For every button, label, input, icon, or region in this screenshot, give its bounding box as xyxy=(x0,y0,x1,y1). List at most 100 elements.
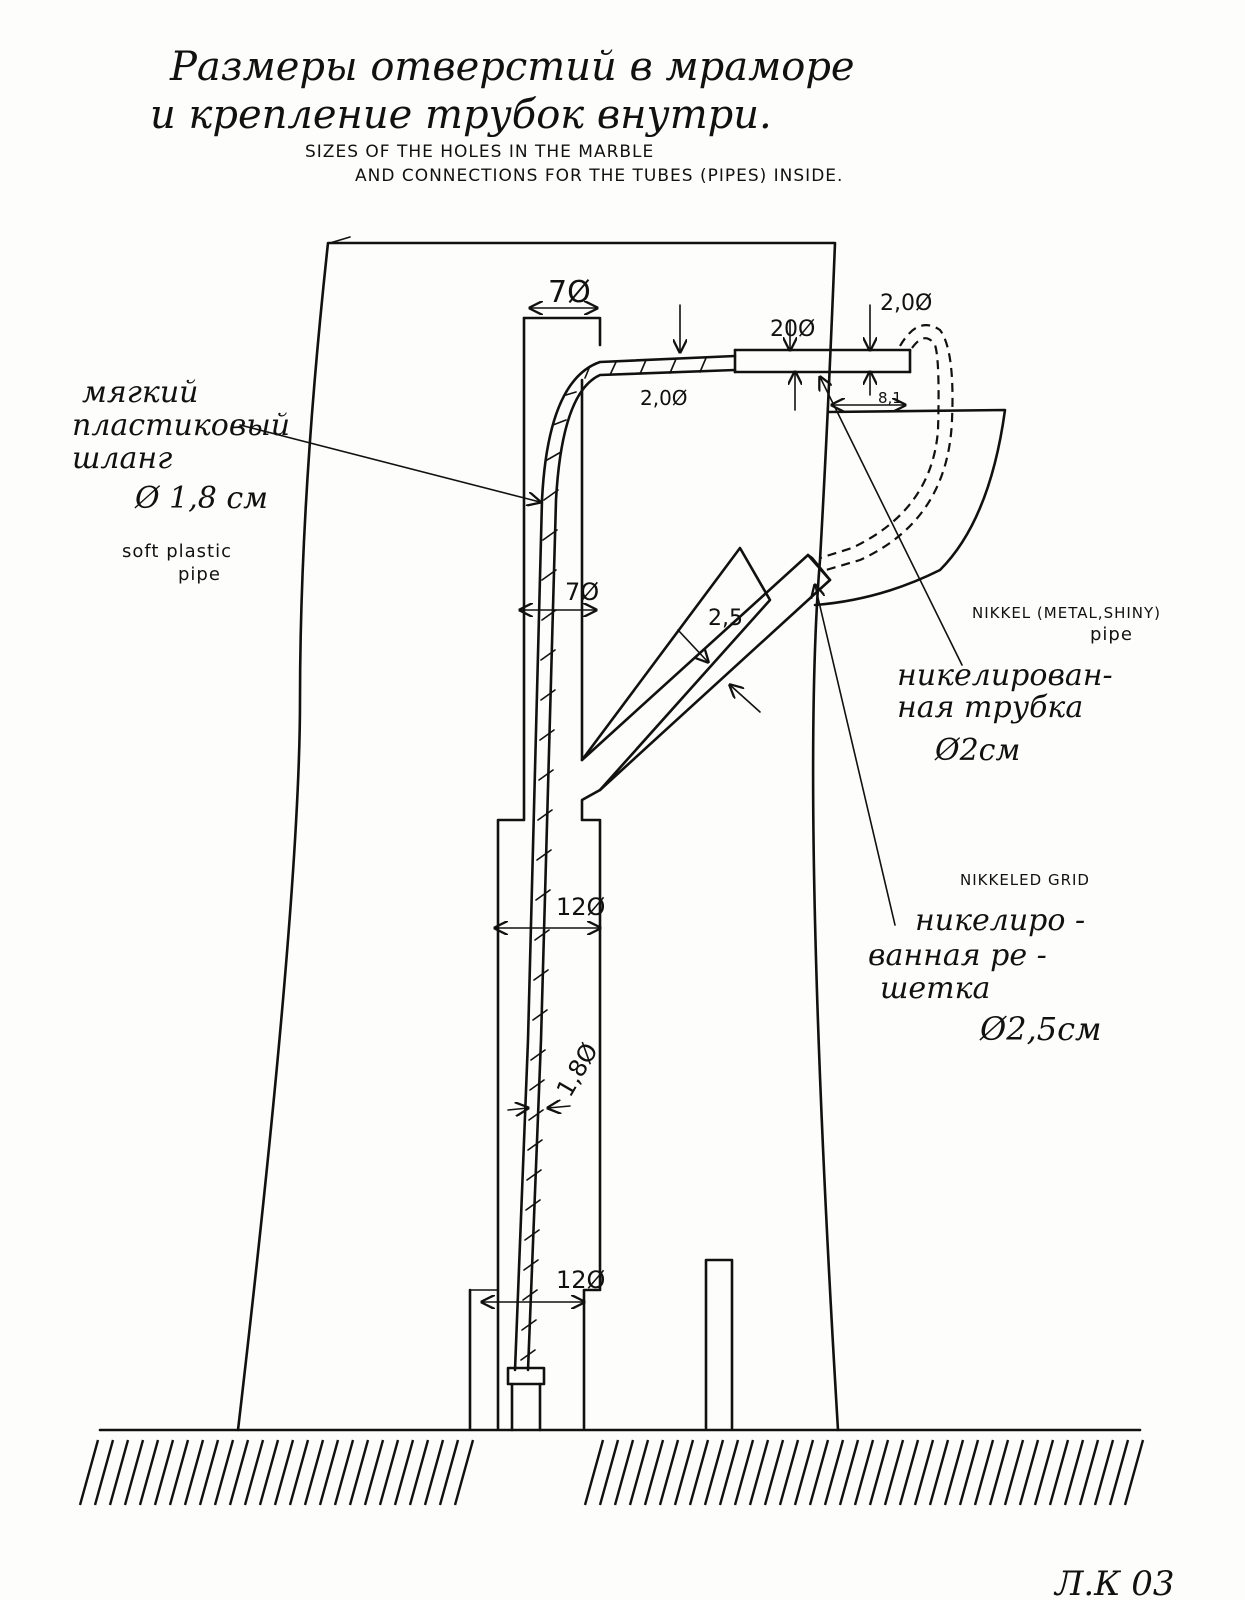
ground-hatch-stroke xyxy=(438,1439,460,1506)
ground-hatch-stroke xyxy=(808,1439,830,1506)
ground-hatch-stroke xyxy=(138,1439,160,1506)
ground-hatch-stroke xyxy=(393,1439,415,1506)
dim-grid-pipe: 2,5 xyxy=(708,606,743,631)
label-nickel-grid-en: NIKKELED GRID xyxy=(960,871,1090,889)
title-ru-line1: Размеры отверстий в мраморе xyxy=(169,44,855,90)
ground-hatch-stroke xyxy=(93,1439,115,1506)
ground-hatch-stroke xyxy=(973,1439,995,1506)
ground-hatch-stroke xyxy=(673,1439,695,1506)
ground-hatch-stroke xyxy=(1063,1439,1085,1506)
marble-block-outline xyxy=(236,241,840,1432)
ground-hatch-stroke xyxy=(123,1439,145,1506)
drain-stub xyxy=(510,1382,542,1432)
ground-hatch-stroke xyxy=(748,1439,770,1506)
ground-hatch-stroke xyxy=(643,1439,665,1506)
ground-hatch-stroke xyxy=(658,1439,680,1506)
dimension-lines xyxy=(239,305,963,1302)
ground-hatch-stroke xyxy=(333,1439,355,1506)
label-soft-pipe-size: Ø 1,8 см xyxy=(134,481,268,516)
floor-post xyxy=(704,1258,734,1430)
signature: Л.К 03 xyxy=(1053,1564,1175,1600)
ground-hatch-stroke xyxy=(628,1439,650,1506)
ground-hatch-stroke xyxy=(598,1439,620,1506)
ground-hatch-stroke xyxy=(703,1439,725,1506)
label-nickel-pipe-ru-2: ная трубка xyxy=(897,690,1083,725)
ground-hatch-stroke xyxy=(1033,1439,1055,1506)
ground-hatch-stroke xyxy=(1018,1439,1040,1506)
ground-hatch-stroke xyxy=(1108,1439,1130,1506)
ground-hatch-stroke xyxy=(288,1439,310,1506)
label-nickel-pipe-en-1: NIKKEL (METAL,SHINY) xyxy=(972,604,1161,622)
ground-hatch-stroke xyxy=(958,1439,980,1506)
label-nickel-pipe-size: Ø2см xyxy=(934,733,1020,768)
title-ru-line2: и крепление трубок внутри. xyxy=(150,92,772,138)
label-soft-pipe-ru-1: мягкий xyxy=(82,375,198,410)
ground-hatch-stroke xyxy=(613,1439,635,1506)
ground-hatch-stroke xyxy=(198,1439,220,1506)
ground-hatch-stroke xyxy=(1123,1439,1145,1506)
label-soft-pipe-ru-2: пластиковый xyxy=(72,408,290,443)
dashed-curved-pipe-outer xyxy=(825,324,954,572)
dim-hose: 1,8Ø xyxy=(551,1038,604,1101)
ground-hatch-stroke xyxy=(688,1439,710,1506)
label-nickel-grid-ru-2: ванная ре - xyxy=(868,938,1047,973)
dim-top-bore: 7Ø xyxy=(548,275,591,310)
ground-hatch-stroke xyxy=(763,1439,785,1506)
ground-hatch-stroke xyxy=(1093,1439,1115,1506)
ground-hatch-stroke xyxy=(228,1439,250,1506)
ground-hatch-stroke xyxy=(913,1439,935,1506)
ground-hatch-stroke xyxy=(303,1439,325,1506)
label-nickel-grid-ru-1: никелиро - xyxy=(915,903,1085,938)
dim-middle-bore: 7Ø xyxy=(565,578,599,606)
ground-hatch-stroke xyxy=(318,1439,340,1506)
soft-plastic-hose xyxy=(513,354,737,1372)
ground-hatch-stroke xyxy=(1003,1439,1025,1506)
title-en-line2: AND CONNECTIONS FOR THE TUBES (PIPES) IN… xyxy=(355,166,843,186)
ground-hatch-stroke xyxy=(108,1439,130,1506)
ground-hatch-stroke xyxy=(778,1439,800,1506)
ground-hatch-stroke xyxy=(348,1439,370,1506)
label-nickel-grid-ru-3: шетка xyxy=(880,971,990,1006)
label-nickel-pipe-en-2: pipe xyxy=(1090,624,1133,645)
ground-hatch-stroke xyxy=(583,1439,605,1506)
label-soft-pipe-en-2: pipe xyxy=(178,564,221,585)
label-nickel-grid-size: Ø2,5см xyxy=(979,1010,1102,1048)
title-en-line1: SIZES OF THE HOLES IN THE MARBLE xyxy=(305,142,654,162)
dim-hose-bend: 2,0Ø xyxy=(640,386,688,410)
ground-hatch-stroke xyxy=(883,1439,905,1506)
label-soft-pipe-ru-3: шланг xyxy=(72,441,172,476)
ground-hatch-stroke xyxy=(988,1439,1010,1506)
ground-hatch-stroke xyxy=(943,1439,965,1506)
ground-hatch-stroke xyxy=(243,1439,265,1506)
dim-spout-inner: 20Ø xyxy=(770,317,815,342)
ground-hatch-stroke xyxy=(213,1439,235,1506)
ground-hatch-stroke xyxy=(408,1439,430,1506)
dim-spout-gap: 8,1 xyxy=(878,389,902,407)
ground-hatch-stroke xyxy=(853,1439,875,1506)
ground-hatch-stroke xyxy=(733,1439,755,1506)
dashed-curved-pipe-inner xyxy=(819,337,940,560)
ground-hatch-stroke xyxy=(168,1439,190,1506)
ground-hatch-stroke xyxy=(363,1439,385,1506)
ground-hatch-stroke xyxy=(718,1439,740,1506)
ground-hatching xyxy=(78,1439,1145,1506)
hose-plug xyxy=(506,1366,546,1386)
block-top-tick xyxy=(329,236,351,244)
ground-hatch-stroke xyxy=(928,1439,950,1506)
bore-channel xyxy=(468,316,772,1430)
ground-hatch-stroke xyxy=(838,1439,860,1506)
ground-hatch-stroke xyxy=(793,1439,815,1506)
ground-hatch-stroke xyxy=(183,1439,205,1506)
ground-hatch-stroke xyxy=(78,1439,100,1506)
dim-lower-bore: 12Ø xyxy=(556,893,605,921)
nickel-spout-pipe xyxy=(733,348,912,374)
ground-hatch-stroke xyxy=(1048,1439,1070,1506)
ground-hatch-stroke xyxy=(273,1439,295,1506)
ground-hatch-stroke xyxy=(453,1439,475,1506)
ground-hatch-stroke xyxy=(823,1439,845,1506)
basin-bowl xyxy=(813,408,1007,607)
ground-hatch-stroke xyxy=(898,1439,920,1506)
label-nickel-pipe-ru-1: никелирован- xyxy=(897,658,1113,693)
ground-hatch-stroke xyxy=(1078,1439,1100,1506)
